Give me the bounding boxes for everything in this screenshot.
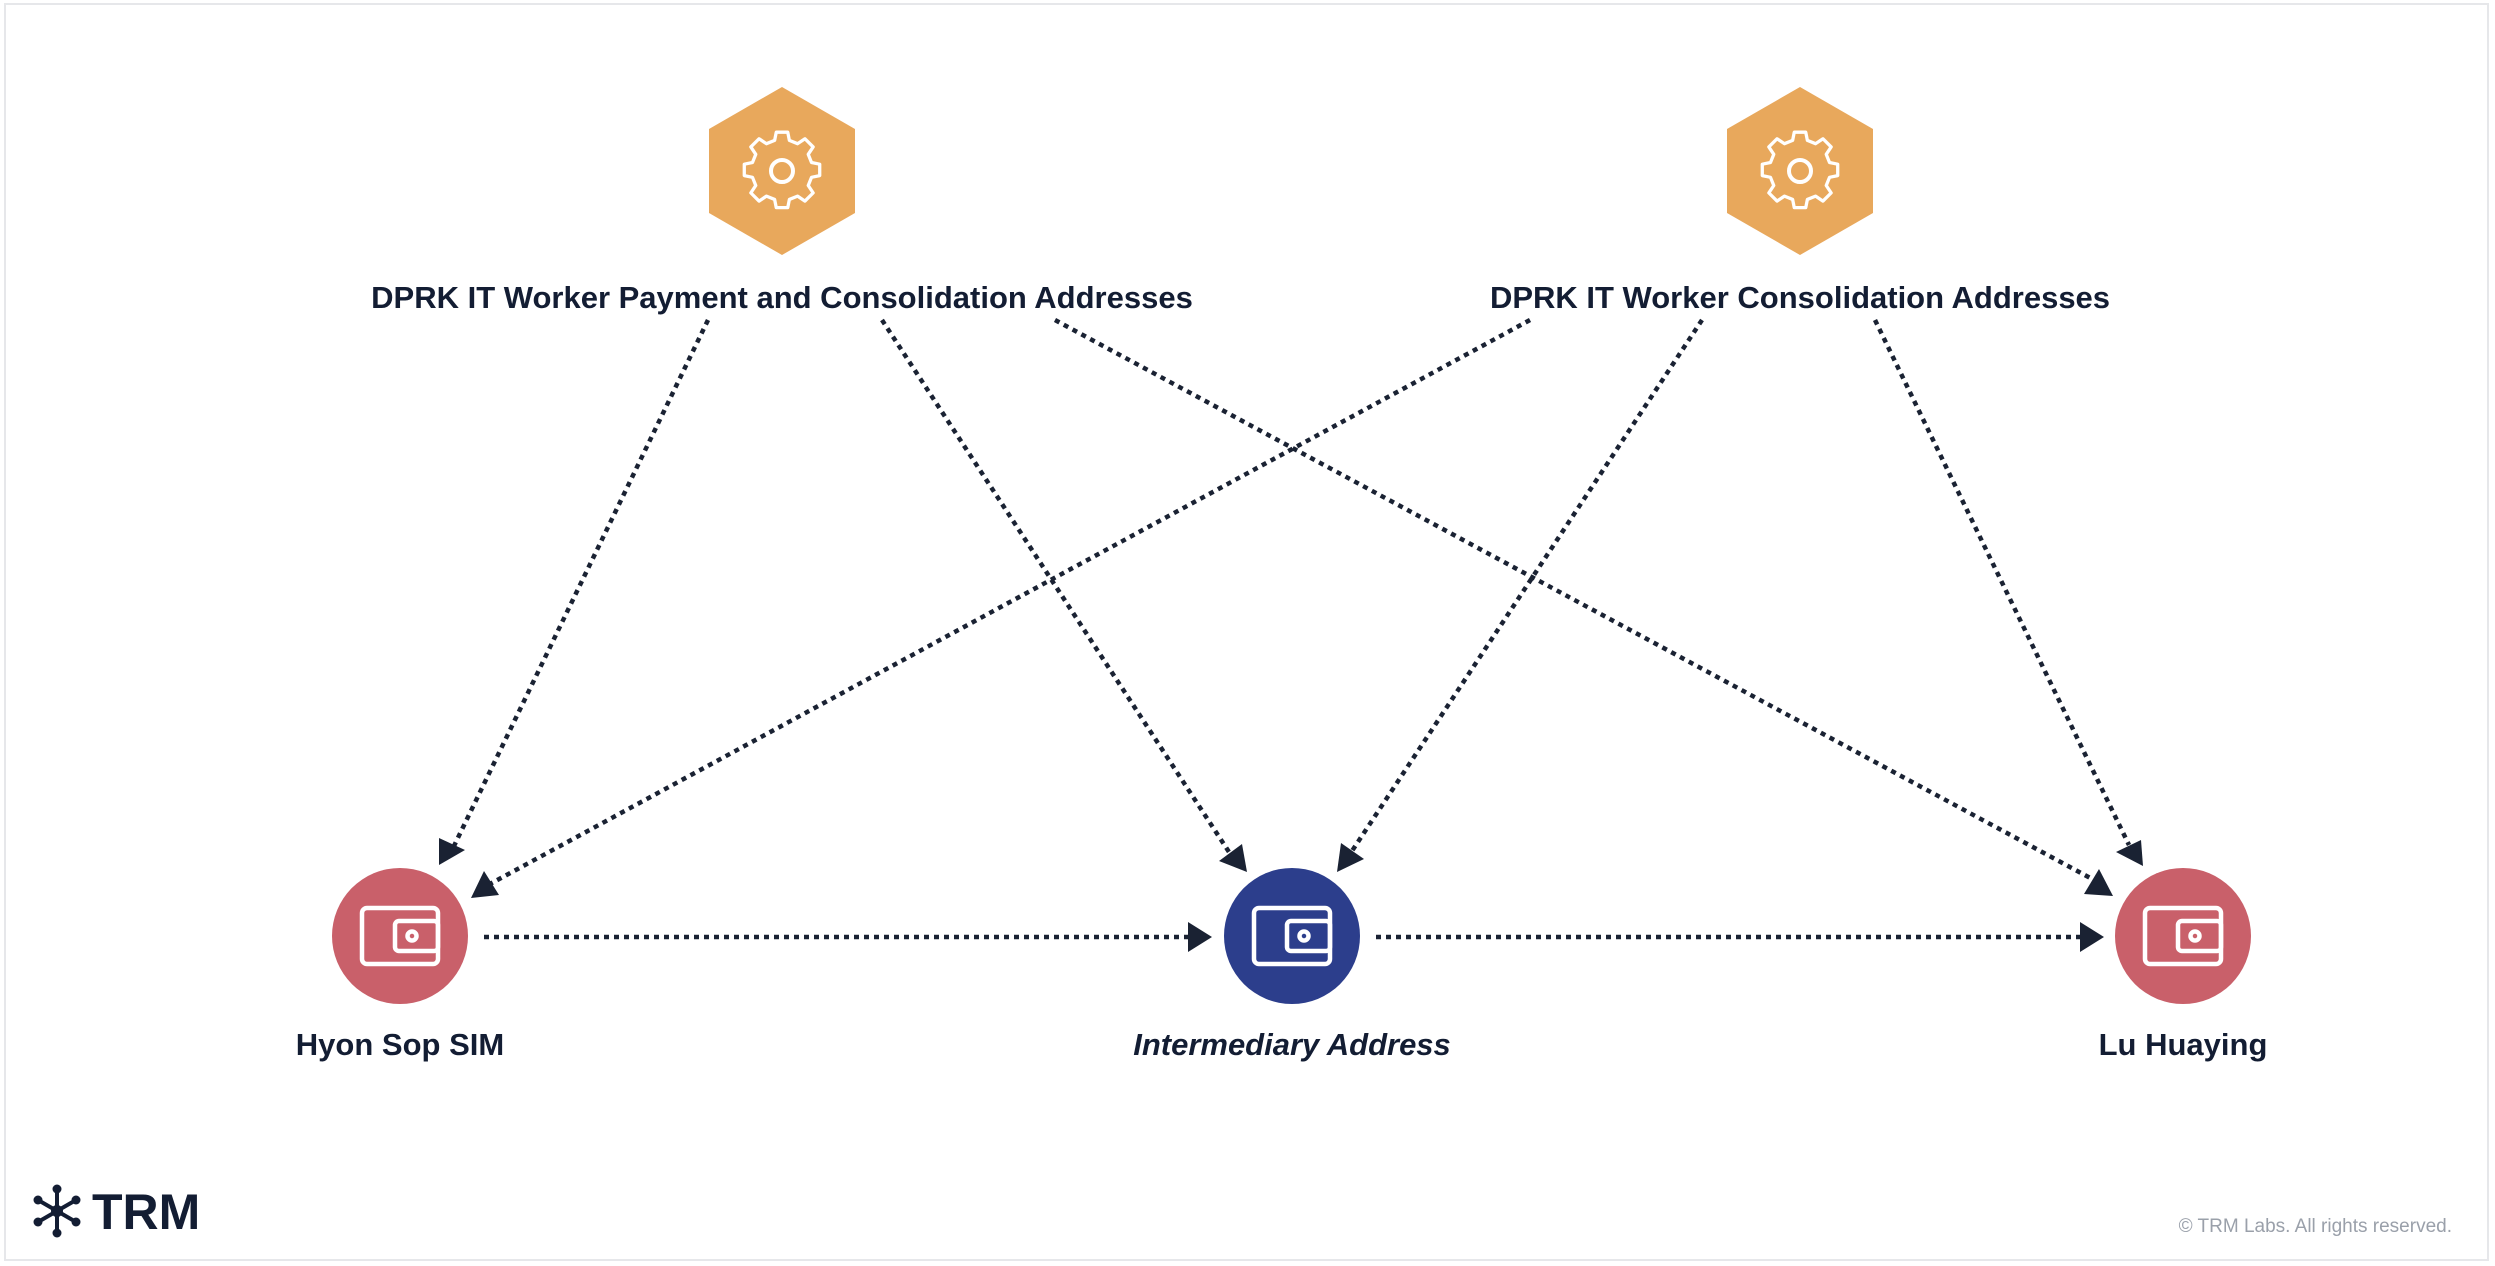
hexagon-shape	[709, 87, 855, 255]
wallet-label: Lu Huaying	[2099, 1027, 2268, 1062]
edge-payment-to-intermediary	[880, 318, 1231, 854]
trm-asterisk-icon	[33, 1184, 81, 1238]
wallet-icon	[1251, 905, 1333, 967]
arrowhead-payment-to-intermediary	[1219, 844, 1247, 872]
gear-icon	[1760, 130, 1840, 210]
source-node-consolidation[interactable]: DPRK IT Worker Consolidation Addresses	[1490, 87, 2110, 315]
arrowhead-consolidation-to-intermediary	[1337, 843, 1364, 872]
arrowhead-consolidation-to-hyon	[471, 871, 499, 898]
wallet-circle	[1224, 868, 1360, 1004]
arrowhead-consolidation-to-lu	[2116, 840, 2143, 866]
arrowhead-payment-to-hyon	[439, 838, 465, 865]
edge-payment-to-hyon	[451, 319, 711, 847]
wallet-icon	[2142, 905, 2224, 967]
wallet-node-hyon-sop-sim[interactable]: Hyon Sop SIM	[296, 868, 504, 1062]
wallet-circle	[332, 868, 468, 1004]
wallet-circle	[2115, 868, 2251, 1004]
wallet-icon	[359, 905, 441, 967]
source-label: DPRK IT Worker Payment and Consolidation…	[371, 280, 1193, 315]
copyright-text: © TRM Labs. All rights reserved.	[2179, 1216, 2452, 1237]
hexagon-shape	[1727, 87, 1873, 255]
source-label: DPRK IT Worker Consolidation Addresses	[1490, 280, 2110, 315]
wallet-node-intermediary[interactable]: Intermediary Address	[1133, 868, 1451, 1062]
trm-logo: TRM	[33, 1184, 200, 1240]
edge-consolidation-to-intermediary	[1350, 318, 1704, 853]
edges	[439, 318, 2143, 952]
edge-consolidation-to-hyon	[488, 318, 1532, 886]
logo-wordmark: TRM	[92, 1184, 200, 1240]
wallet-label: Hyon Sop SIM	[296, 1027, 504, 1062]
source-node-payment-consolidation[interactable]: DPRK IT Worker Payment and Consolidation…	[371, 87, 1193, 315]
gear-icon	[742, 130, 822, 210]
arrowhead-intermediary-to-lu	[2080, 922, 2104, 952]
wallet-label: Intermediary Address	[1133, 1027, 1451, 1062]
arrowhead-hyon-to-intermediary	[1188, 922, 1212, 952]
diagram-frame	[4, 3, 2489, 1261]
wallet-node-lu-huaying[interactable]: Lu Huaying	[2099, 868, 2268, 1062]
edge-consolidation-to-lu	[1872, 319, 2132, 846]
edge-payment-to-lu	[1053, 318, 2096, 882]
arrowhead-payment-to-lu	[2084, 869, 2113, 896]
